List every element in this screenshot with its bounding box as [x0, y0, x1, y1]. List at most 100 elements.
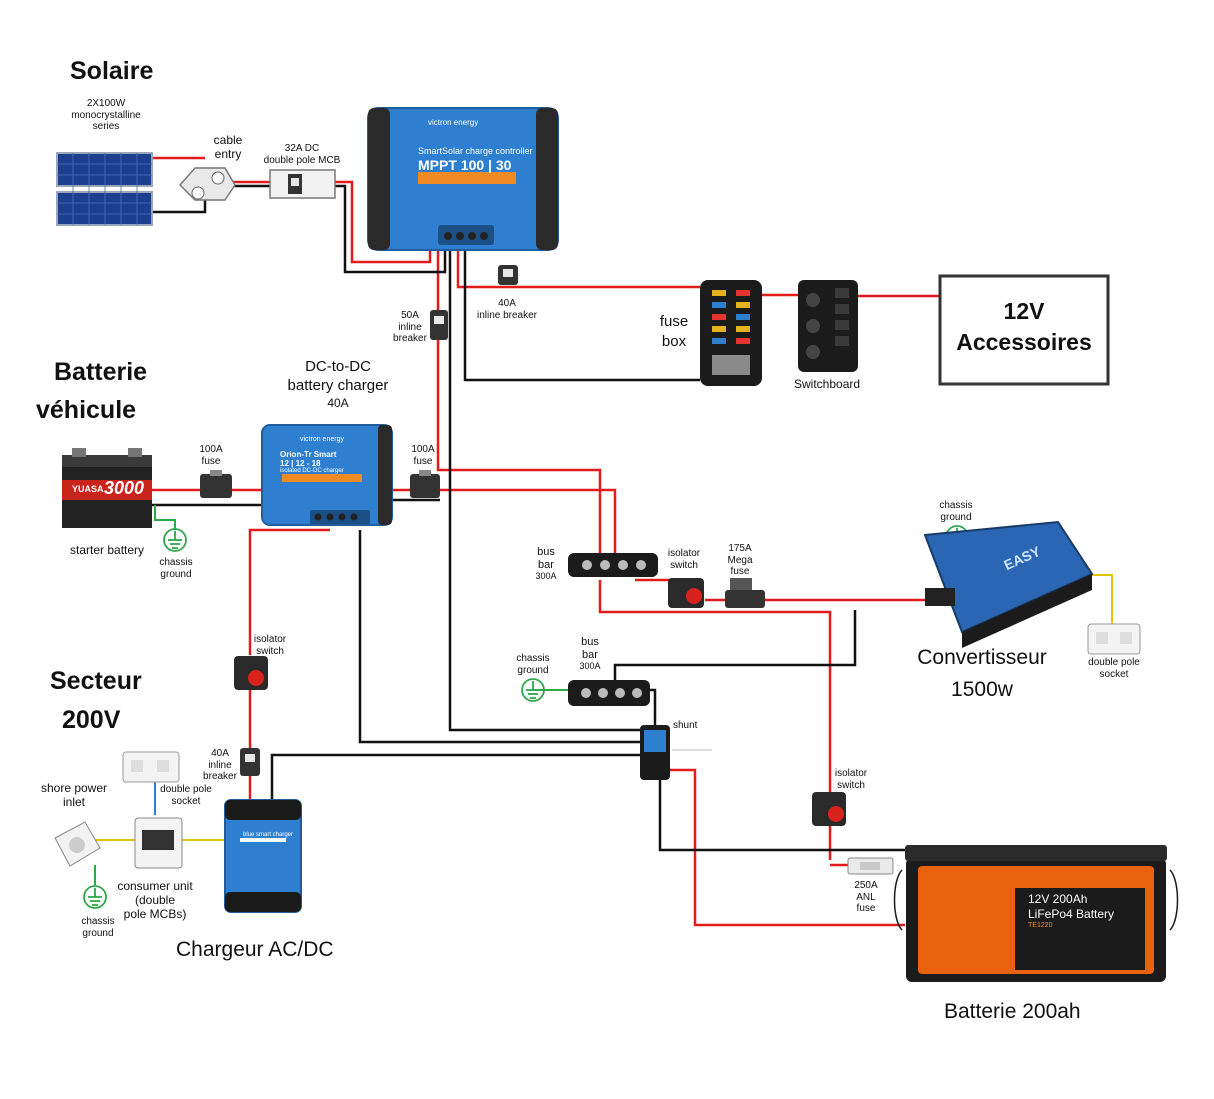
- isolator2-label: isolator switch: [250, 634, 290, 657]
- wire-fuse-busbar: [440, 488, 617, 555]
- chargeur-label: Chargeur AC/DC: [176, 938, 334, 961]
- socket-inverter-label: double pole socket: [1084, 657, 1144, 680]
- anl-label-3: fuse: [856, 903, 876, 914]
- socket-shore-label: double pole socket: [156, 784, 216, 807]
- starter-battery-label: starter battery: [70, 543, 145, 557]
- accessoires-box: [938, 274, 1110, 386]
- fuse100a-label-2: fuse: [201, 455, 221, 467]
- socket-inverter-label-1: double pole: [1088, 657, 1140, 668]
- breaker40-label-1: 40A: [498, 298, 516, 309]
- fusebox-label-1: fuse: [659, 313, 689, 330]
- busbar2-label-3: 300A: [579, 661, 601, 672]
- busbar1-label-1: bus: [537, 546, 555, 558]
- lifepo-label-1: 12V 200Ah: [1028, 892, 1088, 906]
- isolator-switch-1-icon: [668, 578, 704, 608]
- cable-entry-gland: [178, 167, 236, 201]
- charger-title: blue smart charger: [243, 832, 294, 838]
- shore-power-inlet: [54, 821, 101, 867]
- breaker40b-label-3: breaker: [203, 771, 237, 782]
- wire-orion-isolator: [248, 528, 330, 655]
- inline-breaker-40a-icon: [498, 265, 518, 285]
- section-batterie-1: Batterie: [54, 358, 148, 386]
- anl-fuse-icon: [847, 857, 894, 875]
- wire-mppt-bus2: [448, 248, 640, 732]
- mppt-brand: victron energy: [428, 118, 479, 127]
- isolator3-label: isolator switch: [832, 768, 870, 791]
- section-batterie-2: véhicule: [36, 396, 137, 424]
- breaker40-label: 40A inline breaker: [475, 298, 539, 321]
- fuse-box: [700, 280, 762, 386]
- busbar1-label-3: 300A: [535, 571, 557, 582]
- socket-shore-label-1: double pole: [160, 784, 212, 795]
- accessoires-label-2: Accessoires: [956, 329, 1092, 356]
- chassis3-label-1: chassis: [81, 916, 115, 927]
- consumer-label: consumer unit (double pole MCBs): [112, 879, 198, 921]
- busbar1-label-2: bar: [538, 558, 554, 571]
- inline-breaker-40a-charger-icon: [240, 748, 260, 776]
- anl-label-2: ANL: [856, 891, 876, 903]
- chassis2-label-1: chassis: [516, 653, 550, 664]
- fuse100a-label: 100A fuse: [196, 444, 226, 467]
- shore-label: shore power inlet: [38, 781, 110, 810]
- fuse100b-label: 100A fuse: [408, 444, 438, 467]
- isolator1-label-1: isolator: [667, 548, 701, 559]
- panels-label: 2X100W monocrystalline series: [60, 98, 152, 133]
- chassis2-label-2: ground: [517, 664, 549, 676]
- wire-mcb-mppt-pos: [335, 180, 432, 264]
- wire-fusebox-neg: [463, 248, 700, 382]
- orion-label-2: 12 | 12 - 18: [280, 459, 321, 469]
- breaker40b-label-2: inline: [208, 759, 232, 771]
- breaker40-label-2: inline breaker: [476, 309, 538, 321]
- consumer-label-3: pole MCBs): [123, 906, 187, 921]
- wire-mppt-fusebox: [456, 248, 700, 289]
- mppt-model: MPPT 100 | 30: [418, 157, 512, 173]
- wire-shunt-battery: [660, 768, 905, 927]
- lifepo-label-3: TE1220: [1028, 922, 1053, 929]
- section-secteur-2: 200V: [62, 706, 121, 734]
- convertisseur-label: Convertisseur 1500w: [904, 642, 1060, 705]
- anl-label-1: 250A: [854, 880, 878, 891]
- breaker50-label-3: breaker: [393, 333, 427, 344]
- chassis-ground-icon-2: [521, 678, 545, 702]
- starter-battery: [62, 448, 152, 528]
- isolator-switch-2-icon: [234, 656, 268, 690]
- mppt-title: SmartSolar charge controller: [418, 146, 533, 156]
- dc-mcb: [269, 169, 336, 199]
- chassis3-label: chassis ground: [80, 916, 116, 939]
- breaker50-label-2: inline: [398, 321, 422, 333]
- chassis1-label-2: ground: [160, 568, 192, 580]
- isolator1-label-2: switch: [670, 559, 698, 571]
- orion-label-3: isolated DC-DC charger: [280, 468, 344, 475]
- double-pole-socket-shore: [122, 751, 180, 783]
- busbar2-label-2: bar: [582, 648, 598, 661]
- chassis-ground-icon-1: [163, 528, 187, 552]
- breaker40b-label-1: 40A: [211, 748, 229, 759]
- fusebox-label-2: box: [661, 332, 687, 350]
- dcdc-label-2: battery charger: [287, 376, 389, 394]
- isolator1-label: isolator switch: [664, 548, 704, 571]
- inline-breaker-50a-icon: [430, 310, 448, 340]
- chassis1-label: chassis ground: [158, 557, 194, 580]
- wire-starter-earth: [154, 505, 176, 530]
- lifepo-label-2: LiFePo4 Battery: [1028, 907, 1115, 921]
- mcb-label: 32A DC double pole MCB: [258, 143, 346, 166]
- socket-shore-label-2: socket: [171, 795, 201, 807]
- wire-inverter-neg: [613, 610, 857, 680]
- busbar2-label: bus bar 300A: [576, 636, 604, 672]
- chassis-inverter-label-2: ground: [940, 511, 972, 523]
- isolator3-label-2: switch: [837, 779, 865, 791]
- convertisseur-label-1: Convertisseur: [917, 646, 1047, 669]
- solar-panels: [56, 152, 153, 226]
- lifepo4-battery: [905, 845, 1167, 982]
- chassis1-label-1: chassis: [159, 557, 193, 568]
- panels-label-2: monocrystalline: [71, 109, 141, 121]
- fuse100b-label-2: fuse: [413, 455, 433, 467]
- cable-entry-label: cable entry: [205, 133, 251, 162]
- busbar1-label: bus bar 300A: [532, 546, 560, 582]
- shore-label-1: shore power: [40, 781, 108, 795]
- bus-bar-1: [568, 553, 658, 577]
- consumer-label-2: (double: [134, 892, 176, 907]
- convertisseur-label-2: 1500w: [951, 677, 1013, 701]
- megafuse-label-1: 175A: [728, 543, 752, 554]
- chassis-inverter-label-1: chassis: [939, 500, 973, 511]
